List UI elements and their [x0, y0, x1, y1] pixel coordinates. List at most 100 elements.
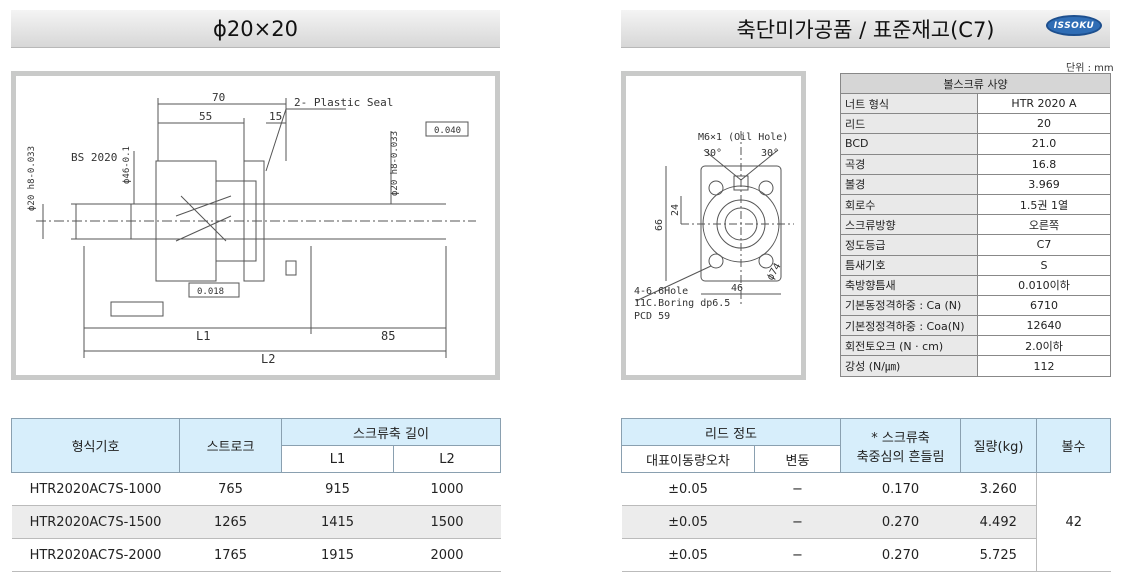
dim-66: 66: [654, 219, 665, 231]
dia-20-right: ϕ20 h8-0.033: [390, 131, 400, 196]
dim-70: 70: [212, 91, 225, 104]
right-title: 축단미가공품 / 표준재고(C7): [736, 17, 995, 42]
ball-screw-side-drawing: 70 55 15 2- Plastic Seal BS 2020 ϕ20 h8-…: [27, 91, 476, 366]
dim-55: 55: [199, 110, 212, 123]
header-runout: * 스크류축 축중심의 흔들림: [840, 418, 962, 473]
spec-label: 기본정정격하중 : Coa(N): [840, 315, 978, 337]
right-title-banner: 축단미가공품 / 표준재고(C7): [621, 10, 1110, 48]
cell-rep: ±0.05: [621, 538, 755, 572]
spec-value: 2.0이하: [977, 335, 1111, 357]
spec-value: 1.5권 1열: [977, 193, 1111, 216]
spec-label: 정도등급: [840, 234, 978, 256]
right-drawing-panel: M6×1 (Oil Hole) 30° 30° 66 24 46 ϕ74 4-6…: [621, 71, 806, 380]
boring-label: 11C.Boring dp6.5: [634, 298, 730, 309]
bs-label: BS 2020: [71, 151, 117, 164]
dim-85: 85: [381, 329, 395, 343]
spec-header: 볼스크류 사양: [840, 73, 1111, 94]
header-representative-error: 대표이동량오차: [621, 445, 755, 473]
dim-24: 24: [670, 204, 681, 216]
cell-model: HTR2020AC7S-2000: [11, 538, 180, 572]
spec-label: 축방향틈새: [840, 274, 978, 296]
header-length: 스크류축 길이: [281, 418, 501, 446]
header-runout-line1: * 스크류축: [871, 430, 930, 446]
holes-label: 4-6.6Hole: [634, 286, 688, 297]
nut-flange-front-drawing: M6×1 (Oil Hole) 30° 30° 66 24 46 ϕ74 4-6…: [634, 131, 794, 322]
pcd-label: PCD 59: [634, 311, 670, 322]
accuracy-table: 리드 정도 * 스크류축 축중심의 흔들림 질량(kg) 볼수 대표이동량오차 …: [620, 418, 1112, 572]
spec-label: 회전토오크 (N · cm): [840, 335, 978, 357]
spec-value: 16.8: [977, 153, 1111, 175]
cell-rep: ±0.05: [621, 472, 755, 506]
unit-label: 단위 : mm: [1066, 63, 1114, 74]
cell-stroke: 765: [179, 472, 282, 506]
header-balls: 볼수: [1036, 418, 1112, 473]
seal-label: 2- Plastic Seal: [294, 96, 393, 109]
tol-040: 0.040: [434, 126, 461, 136]
cell-rep: ±0.05: [621, 505, 755, 539]
cell-l2: 1500: [393, 505, 501, 539]
tol-018: 0.018: [197, 287, 224, 297]
spec-value: 0.010이하: [977, 274, 1111, 296]
header-mass: 질량(kg): [960, 418, 1038, 473]
shaft-dia-label: ϕ20 h8-0.033: [27, 146, 37, 211]
dim-46: 46: [731, 283, 743, 294]
header-stroke: 스트로크: [179, 418, 282, 473]
cell-var: −: [754, 538, 841, 572]
spec-label: 회로수: [840, 193, 978, 216]
cell-var: −: [754, 472, 841, 506]
spec-value: C7: [977, 234, 1111, 256]
logo-text: ISSOKU: [1053, 20, 1095, 31]
left-title-banner: ϕ20×20: [11, 10, 500, 48]
spec-row: 회전토오크 (N · cm)2.0이하: [840, 335, 1111, 357]
cell-runout: 0.270: [840, 538, 961, 572]
cell-balls: 42: [1036, 472, 1111, 572]
cell-l2: 1000: [393, 472, 501, 506]
left-title: ϕ20×20: [213, 16, 298, 41]
header-model: 형식기호: [11, 418, 180, 473]
model-table: 형식기호 스트로크 스크류축 길이 L1 L2 HTR2020AC7S-1000…: [11, 418, 501, 572]
spec-label: 강성 (N/㎛): [840, 355, 978, 377]
spec-value: 12640: [977, 315, 1111, 337]
issoku-logo: ISSOKU: [1046, 15, 1102, 36]
spec-value: 21.0: [977, 133, 1111, 155]
cell-l2: 2000: [393, 538, 501, 572]
spec-value: 오른쪽: [977, 214, 1111, 236]
header-lead-accuracy: 리드 정도: [620, 418, 842, 446]
dia-46-label: ϕ46-0.1: [122, 146, 132, 184]
cell-mass: 5.725: [960, 538, 1037, 572]
spec-label: 틈새기호: [840, 254, 978, 276]
spec-label: 너트 형식: [840, 92, 978, 115]
cell-stroke: 1265: [179, 505, 282, 539]
spec-label: 기본동정격하중 : Ca (N): [840, 294, 978, 317]
header-variation: 변동: [753, 445, 842, 473]
cell-l1: 1415: [281, 505, 394, 539]
oil-hole-label: M6×1 (Oil Hole): [698, 132, 788, 143]
cell-var: −: [754, 505, 841, 539]
spec-label: 스크류방향: [840, 214, 978, 236]
dim-15: 15: [269, 110, 282, 123]
header-l2: L2: [393, 445, 501, 473]
spec-value: 20: [977, 113, 1111, 135]
spec-value: 3.969: [977, 173, 1111, 195]
spec-value: S: [977, 254, 1111, 276]
cell-stroke: 1765: [179, 538, 282, 572]
header-l1: L1: [281, 445, 394, 473]
cell-l1: 1915: [281, 538, 394, 572]
spec-label: 리드: [840, 113, 978, 135]
angle-1: 30°: [704, 148, 722, 159]
angle-2: 30°: [761, 148, 779, 159]
spec-value: 6710: [977, 294, 1111, 317]
